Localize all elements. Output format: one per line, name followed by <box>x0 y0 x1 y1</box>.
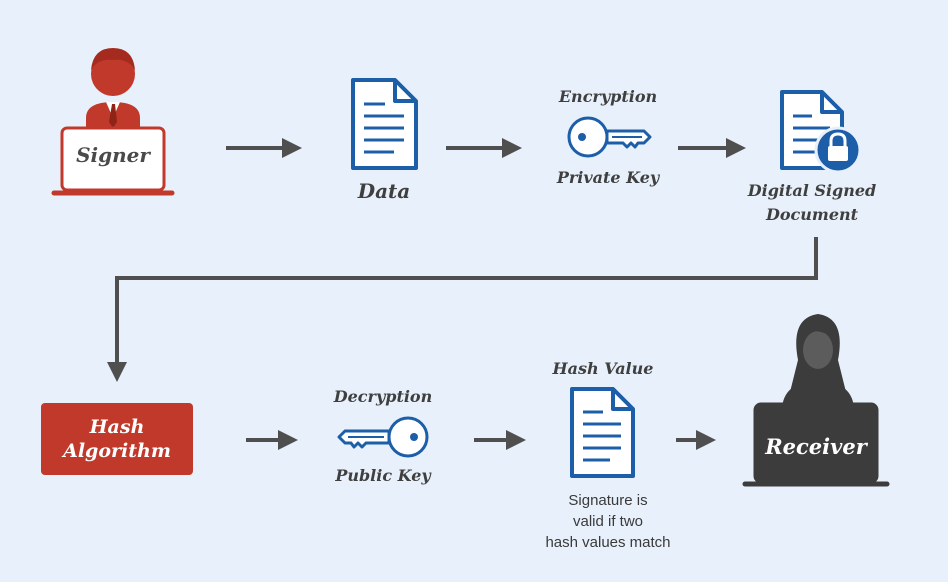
public-key-label: Public Key <box>335 466 431 485</box>
hash-algorithm-box: Hash Algorithm <box>41 403 193 475</box>
signer-label: Signer <box>76 143 150 167</box>
note-line-2: valid if two <box>572 513 644 530</box>
signed-document-icon <box>780 90 862 174</box>
note-line-1: Signature is <box>568 492 648 509</box>
private-key-label: Private Key <box>556 168 660 187</box>
hash-match-note: Signature is valid if two hash values ma… <box>508 490 708 553</box>
private-key-icon <box>567 116 652 158</box>
receiver-label: Receiver <box>765 434 867 459</box>
signed-doc-label-line1: Digital Signed <box>747 181 877 200</box>
hash-algorithm-line2: Algorithm <box>63 440 171 462</box>
data-document-icon <box>351 78 418 170</box>
data-label: Data <box>357 179 411 203</box>
signed-doc-label-line2: Document <box>765 205 859 224</box>
hash-algorithm-line1: Hash <box>89 416 145 438</box>
public-key-icon <box>337 416 429 458</box>
hash-value-document-icon <box>570 387 635 478</box>
encryption-title: Encryption <box>558 87 658 106</box>
connector-signed-doc-to-hash <box>107 237 818 382</box>
note-line-3: hash values match <box>545 534 671 551</box>
signer-icon <box>51 48 175 196</box>
decryption-title: Decryption <box>333 387 433 406</box>
receiver-icon <box>742 314 890 487</box>
hash-value-title: Hash Value <box>552 359 654 378</box>
